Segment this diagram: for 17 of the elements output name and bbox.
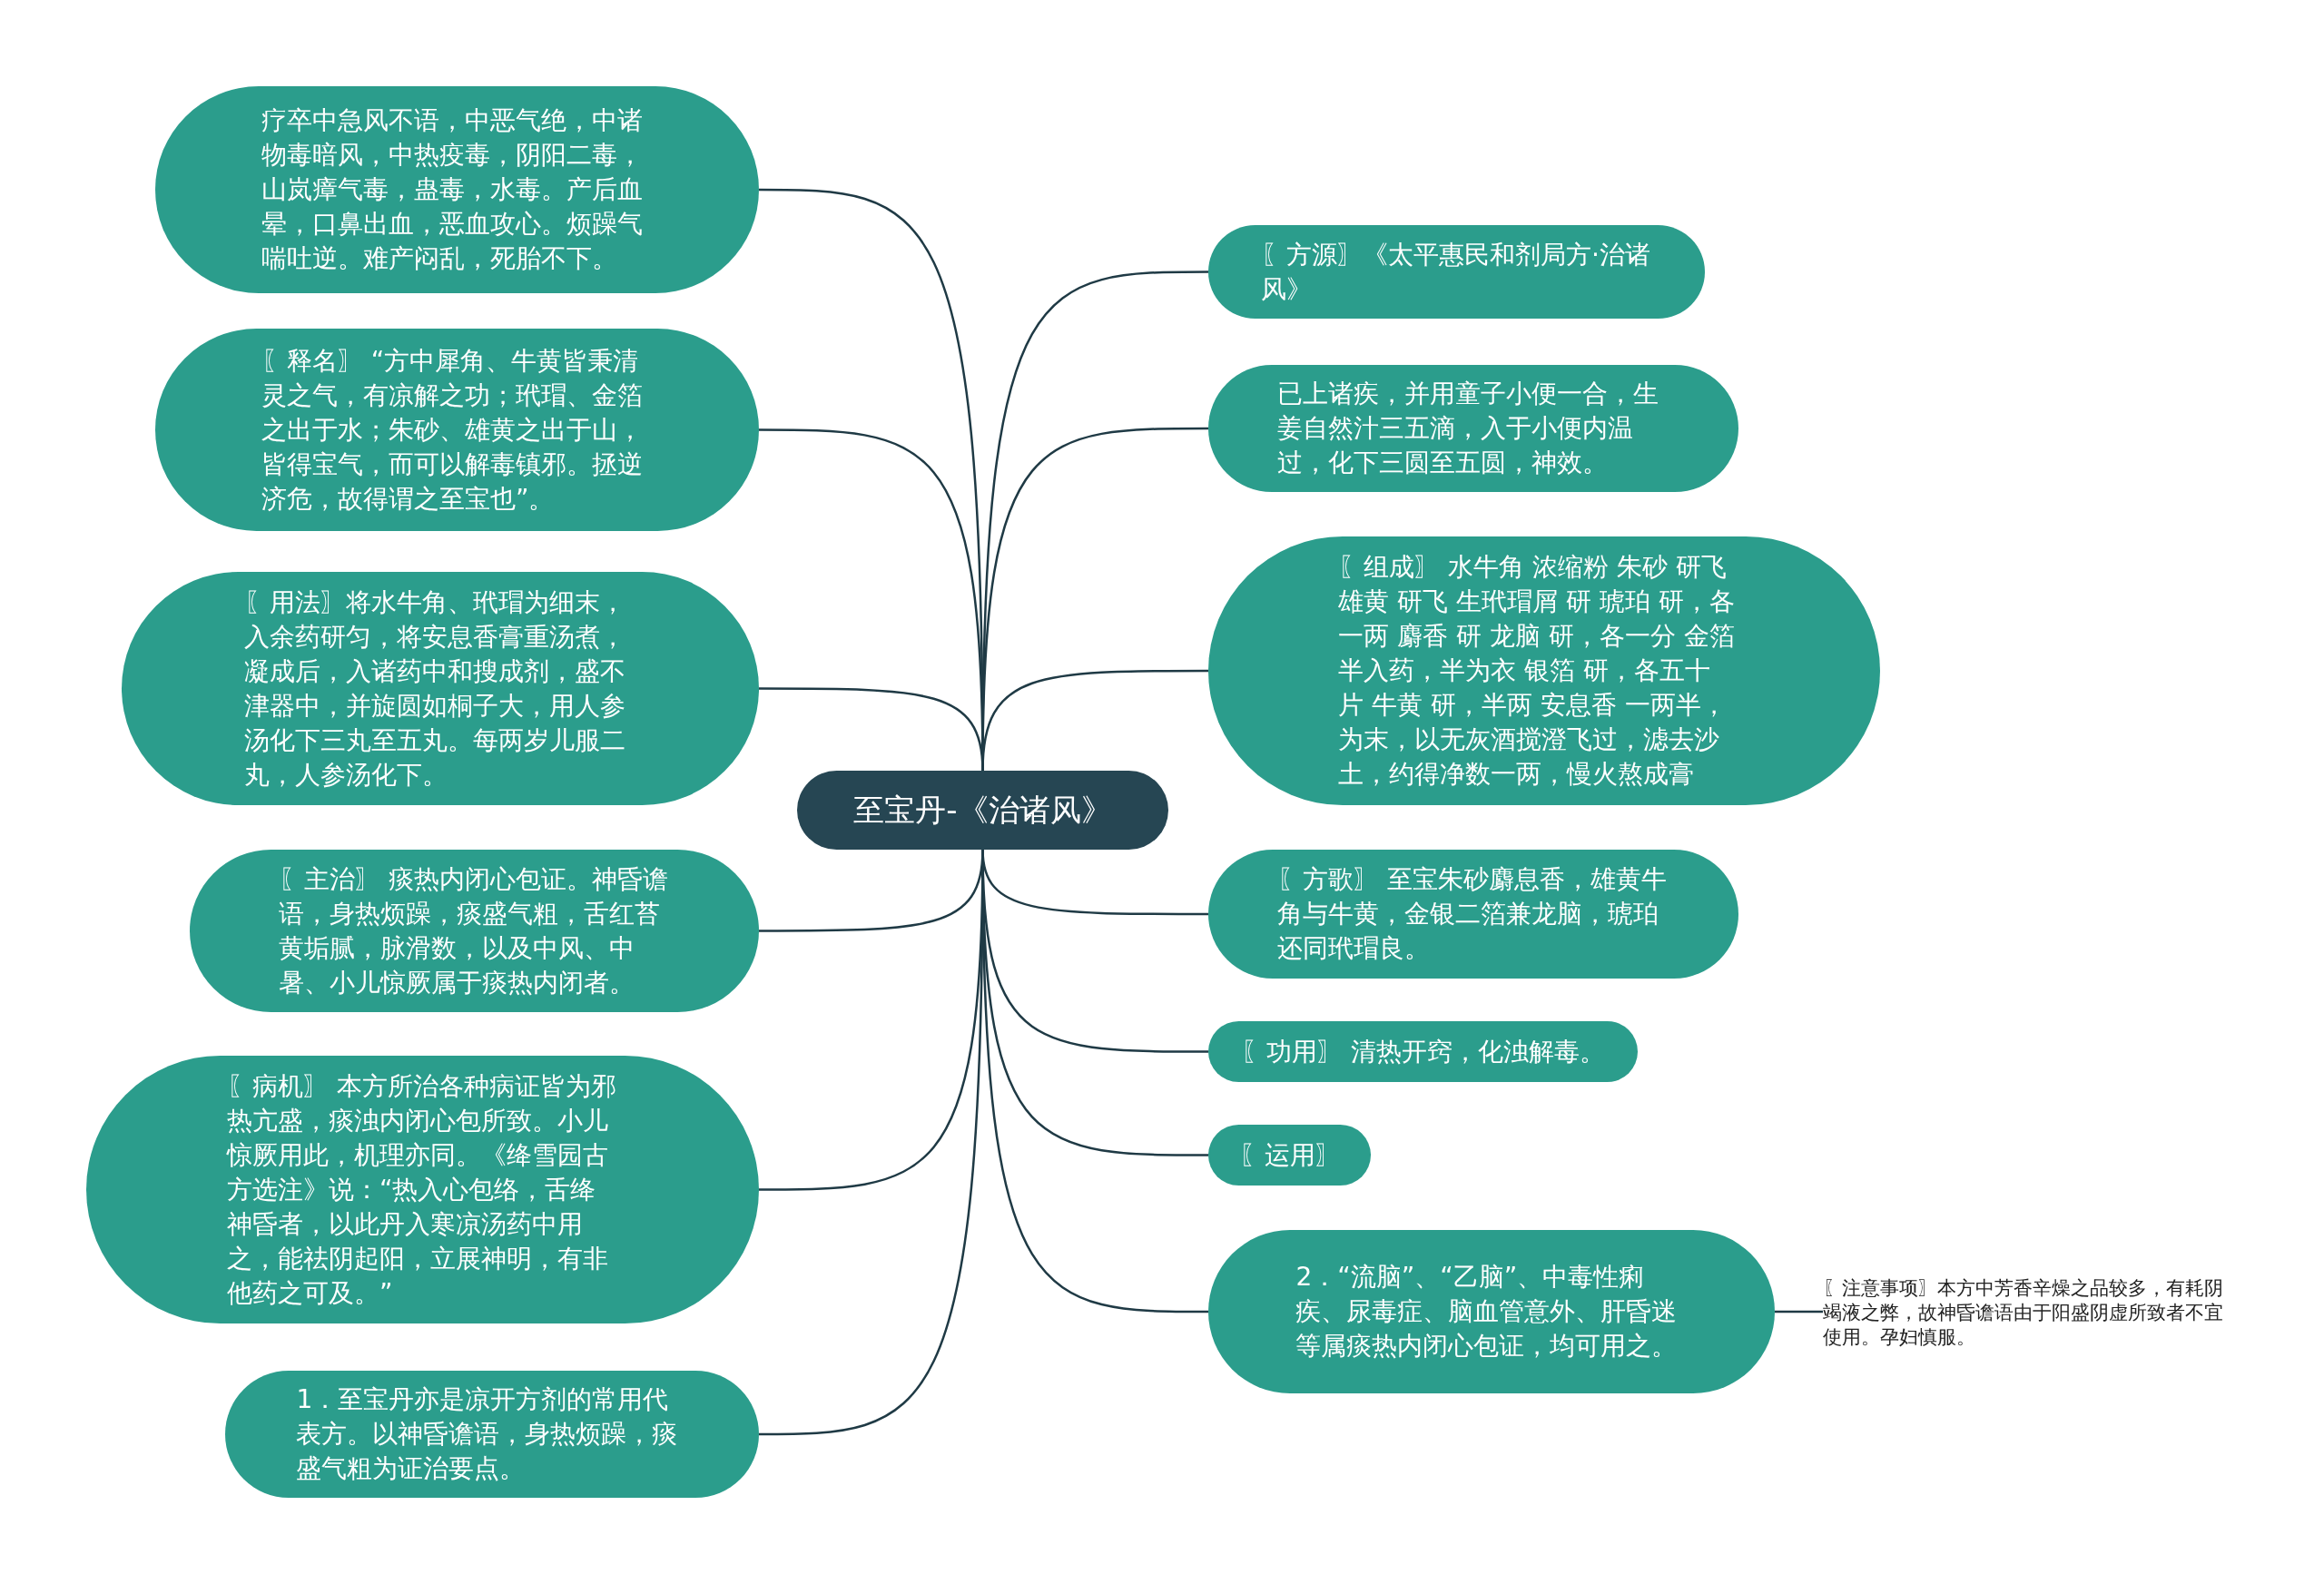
topic-box: 〖功用〗 清热开窍，化浊解毒。 bbox=[1208, 1021, 1638, 1082]
note-text: 〖注意事项〗本方中芳香辛燥之品较多，有耗阴竭液之弊，故神昏谵语由于阳盛阴虚所致者不宜使用。孕妇慎服。 bbox=[1823, 1267, 2240, 1358]
central-topic: 至宝丹-《治诸风》 bbox=[797, 771, 1168, 850]
connector-line bbox=[1775, 1310, 1823, 1313]
topic-box: 已上诸疾，并用童子小便一合，生姜自然汁三五滴，入于小便内温过，化下三圆至五圆，神效。 bbox=[1208, 365, 1738, 492]
topic-box: 疗卒中急风不语，中恶气绝，中诸物毒暗风，中热疫毒，阴阳二毒，山岚瘴气毒，蛊毒，水毒。产后血晕，口鼻出血，恶血攻心。烦躁气喘吐逆。难产闷乱，死胎不下。 bbox=[155, 86, 759, 293]
topic-box: 〖用法〗将水牛角、玳瑁为细末，入余药研匀，将安息香膏重汤煮，凝成后，入诸药中和搜成剂，盛不津器中，并旋圆如桐子大，用人参汤化下三丸至五丸。每两岁儿服二丸，人参汤化下。 bbox=[122, 572, 759, 805]
topic-box: 〖病机〗 本方所治各种病证皆为邪热亢盛，痰浊内闭心包所致。小儿惊厥用此，机理亦同。《绛雪园古方选注》说：“热入心包络，舌绛神昏者，以此丹入寒凉汤药中用之，能祛阴起阳，立展神明，有非他药之可及。” bbox=[86, 1056, 759, 1323]
topic-box: 〖方源〗《太平惠民和剂局方·治诸风》 bbox=[1208, 225, 1705, 319]
connector-line bbox=[981, 669, 1208, 772]
topic-box: 〖组成〗 水牛角 浓缩粉 朱砂 研飞雄黄 研飞 生玳瑁屑 研 琥珀 研，各一两 麝香 研 龙脑 研，各一分 金箔半入药，半为衣 银箔 研，各五十片 牛黄 研，半两 安息香 一两半，为末，以无灰酒搅澄飞过，滤去沙土，约得净数一两，慢火熬成膏 bbox=[1208, 536, 1880, 805]
topic-box: 2．“流脑”、“乙脑”、中毒性痢疾、尿毒症、脑血管意外、肝昏迷等属痰热内闭心包证，均可用之。 bbox=[1208, 1230, 1775, 1393]
topic-box: 〖主治〗 痰热内闭心包证。神昏谵语，身热烦躁，痰盛气粗，舌红苔黄垢腻，脉滑数，以及中风、中暑、小儿惊厥属于痰热内闭者。 bbox=[190, 850, 759, 1012]
topic-box: 〖释名〗 “方中犀角、牛黄皆秉清灵之气，有凉解之功；玳瑁、金箔之出于水；朱砂、雄黄之出于山，皆得宝气，而可以解毒镇邪。拯逆济危，故得谓之至宝也”。 bbox=[155, 329, 759, 531]
topic-box: 〖方歌〗 至宝朱砂麝息香，雄黄牛角与牛黄，金银二箔兼龙脑，琥珀还同玳瑁良。 bbox=[1208, 850, 1738, 979]
topic-box: 〖运用〗 bbox=[1208, 1125, 1371, 1186]
topic-box: 1．至宝丹亦是凉开方剂的常用代表方。以神昏谵语，身热烦躁，痰盛气粗为证治要点。 bbox=[225, 1371, 759, 1498]
